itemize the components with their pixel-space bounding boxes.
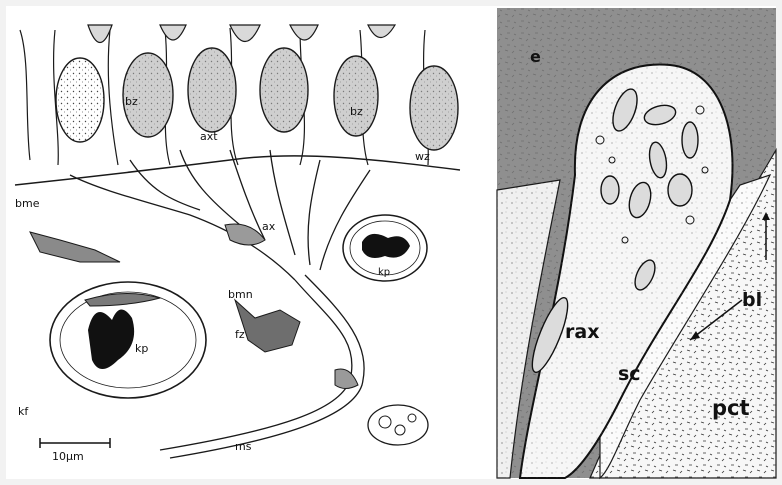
label-ax: ax — [262, 220, 276, 233]
scale-bar-label: 10µm — [52, 450, 84, 463]
label-kp-left: kp — [135, 342, 148, 355]
tissue-fragment — [368, 405, 428, 445]
label-bme: bme — [15, 197, 40, 210]
label-kp-top: kp — [378, 267, 390, 278]
label-pct: pct — [712, 396, 750, 420]
label-sc: sc — [618, 363, 641, 385]
label-axt: axt — [200, 130, 218, 143]
label-wz: wz — [415, 150, 430, 163]
capillary-left — [50, 282, 206, 398]
label-bz: bz — [125, 95, 138, 108]
label-ms: ms — [235, 440, 252, 453]
mitochondrion — [668, 174, 692, 206]
mitochondrion — [682, 122, 698, 158]
label-bl: bl — [742, 289, 762, 311]
label-e: e — [530, 47, 541, 66]
label-fz: fz — [235, 328, 245, 341]
label-bmn: bmn — [228, 288, 253, 301]
right-panel: e rax sc bl pct — [497, 8, 776, 478]
label-rax: rax — [565, 321, 599, 343]
nucleus — [56, 58, 104, 142]
label-kf: kf — [18, 405, 29, 418]
label-bz-2: bz — [350, 105, 363, 118]
mitochondrion — [601, 176, 619, 204]
